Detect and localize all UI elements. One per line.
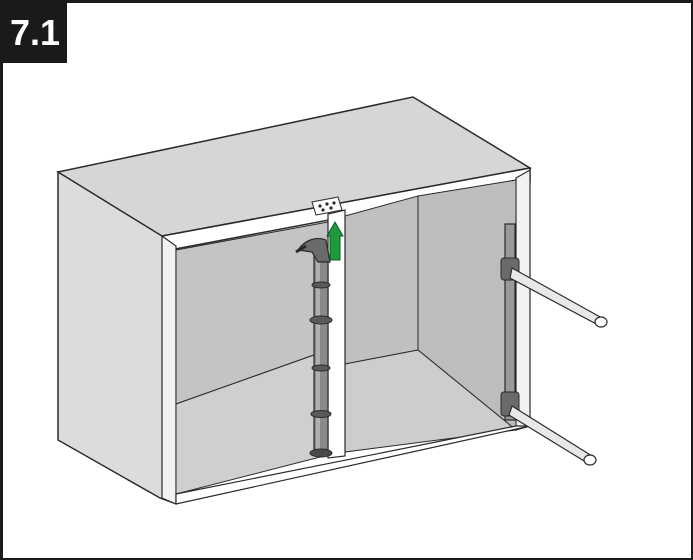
hinge-bracket-icon	[500, 223, 608, 466]
up-arrow-icon	[326, 220, 344, 261]
cabinet-left-front-edge	[161, 234, 177, 505]
cabinet-right-front-edge	[515, 168, 531, 431]
step-number-badge: 7.1	[3, 3, 67, 63]
lift-mechanism-icon	[295, 237, 333, 458]
right-compartment-back-wall	[344, 195, 419, 365]
